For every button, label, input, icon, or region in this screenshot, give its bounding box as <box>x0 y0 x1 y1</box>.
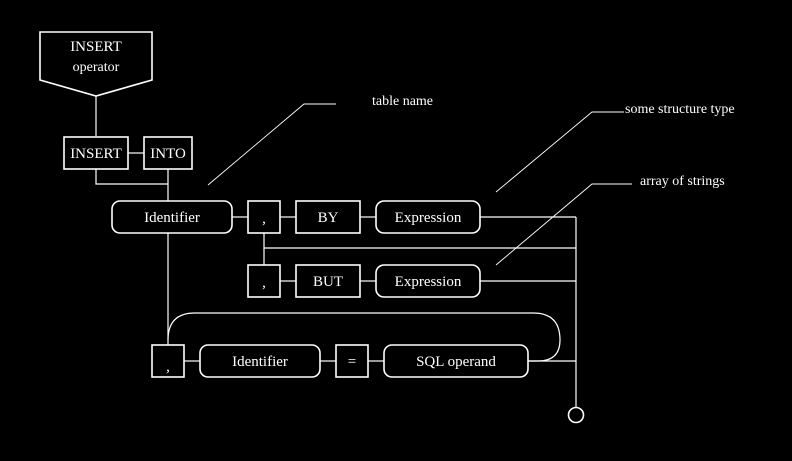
by-keyword-box: BY <box>295 200 361 234</box>
comma-assign-label: , <box>166 359 170 375</box>
start-shape-line1: INSERT <box>70 39 122 55</box>
start-shape: INSERT operator <box>39 31 153 97</box>
into-keyword-box: INTO <box>143 136 193 170</box>
identifier-assign-label: Identifier <box>232 354 288 370</box>
but-keyword-label: BUT <box>313 274 343 290</box>
annotation-leaders <box>207 103 632 266</box>
annotation-table-name: table name <box>372 94 433 109</box>
into-keyword-label: INTO <box>150 146 186 162</box>
comma-by-box: , <box>247 200 281 234</box>
identifier-main-box: Identifier <box>111 200 233 234</box>
identifier-main-label: Identifier <box>144 210 200 226</box>
end-terminal <box>567 406 585 424</box>
annotation-array-of-strings: array of strings <box>640 174 725 189</box>
by-keyword-label: BY <box>318 210 339 226</box>
expression-by-label: Expression <box>395 210 462 226</box>
start-shape-line2: operator <box>73 60 120 75</box>
identifier-assign-box: Identifier <box>199 344 321 378</box>
but-keyword-box: BUT <box>295 264 361 298</box>
equals-label: = <box>348 354 356 370</box>
expression-by-box: Expression <box>375 200 481 234</box>
annotation-some-structure-type: some structure type <box>625 102 735 117</box>
insert-keyword-box: INSERT <box>63 136 129 170</box>
expression-but-box: Expression <box>375 264 481 298</box>
equals-box: = <box>335 344 369 378</box>
comma-but-box: , <box>247 264 281 298</box>
connector-lines <box>95 96 577 407</box>
comma-by-label: , <box>262 211 266 227</box>
sql-operand-box: SQL operand <box>383 344 529 378</box>
expression-but-label: Expression <box>395 274 462 290</box>
comma-assign-box: , <box>151 344 185 378</box>
sql-operand-label: SQL operand <box>416 354 496 370</box>
comma-but-label: , <box>262 275 266 291</box>
insert-keyword-label: INSERT <box>70 146 122 162</box>
